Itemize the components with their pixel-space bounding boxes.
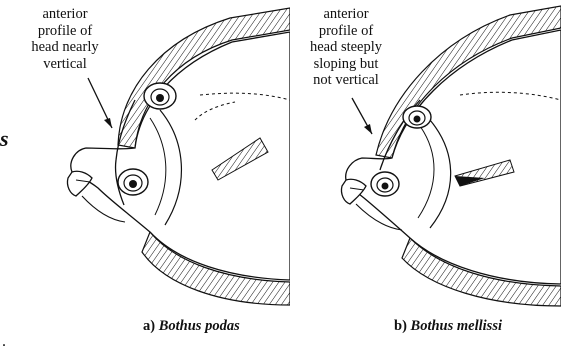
caption-letter: a) — [143, 318, 155, 334]
mouth — [67, 171, 92, 196]
annotation-line: sloping but — [286, 56, 406, 73]
annotation-line: head steeply — [286, 39, 406, 56]
caption-species: Bothus mellissi — [411, 318, 502, 334]
annotation-line: head nearly — [12, 39, 118, 56]
annotation-line: vertical — [12, 56, 118, 73]
annotation-line: profile of — [12, 23, 118, 40]
caption-b: b) Bothus mellissi — [394, 318, 502, 335]
annotation-a: anterior profile of head nearly vertical — [12, 6, 118, 72]
annotation-line: anterior — [12, 6, 118, 23]
annotation-line: anterior — [286, 6, 406, 23]
caption-letter: b) — [394, 318, 407, 334]
annotation-line: not vertical — [286, 72, 406, 89]
annotation-line: profile of — [286, 23, 406, 40]
annotation-b: anterior profile of head steeply sloping… — [286, 6, 406, 89]
caption-species: Bothus podas — [159, 318, 240, 334]
margin-dot: · — [2, 338, 6, 353]
caption-a: a) Bothus podas — [143, 318, 240, 335]
mouth — [341, 179, 366, 204]
